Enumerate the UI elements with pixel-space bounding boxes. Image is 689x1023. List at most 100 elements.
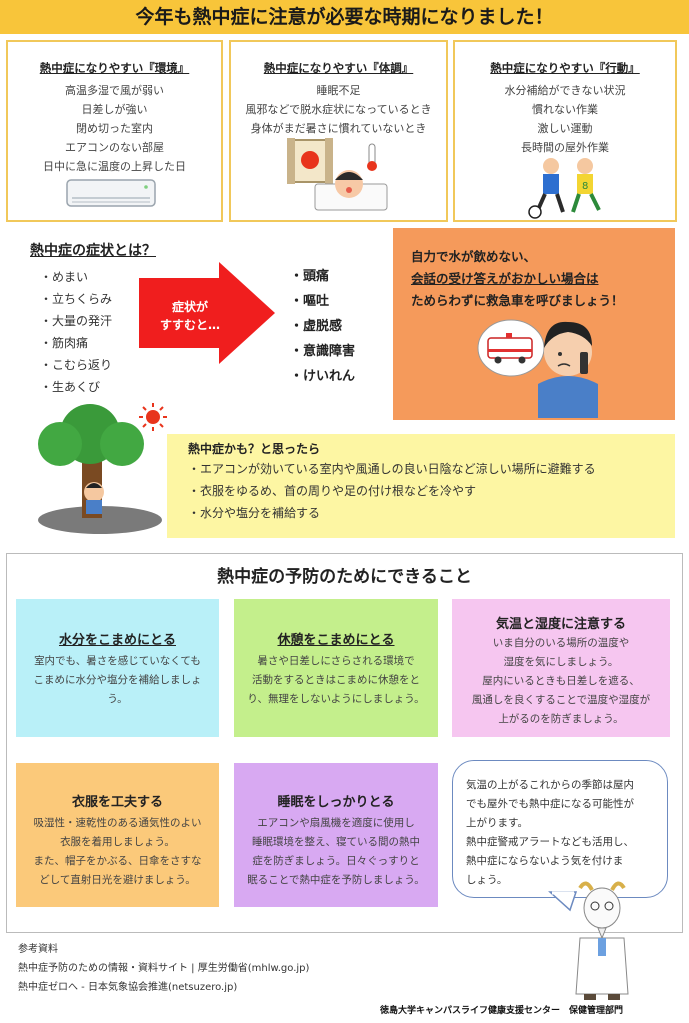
list-item: ・虚脱感 <box>290 319 343 334</box>
list-item: ・生あくび <box>40 380 101 394</box>
card-line: 睡眠環境を整え、寝ている間の熱中 <box>252 836 420 848</box>
bubble-tail <box>548 891 578 912</box>
card-line: 湿度を気にしましょう。 <box>503 656 619 668</box>
list-item: ・エアコンが効いている室内や風通しの良い日陰など涼しい場所に避難する <box>188 462 596 476</box>
card-title: 睡眠をしっかりとる <box>277 795 395 810</box>
card-line: 風通しを良くすることで温度や湿度が <box>471 694 651 706</box>
list-item: ・筋肉痛 <box>40 336 89 350</box>
prevention-card-temperature: 気温と湿度に注意する いま自分のいる場所の温度や 湿度を気にしましょう。 屋内に… <box>452 599 670 737</box>
symptoms-heading: 熱中症の症状とは？ <box>30 243 156 259</box>
card-line: 症を防ぎましょう。日々ぐっすりと <box>252 855 420 867</box>
card-line: いま自分のいる場所の温度や <box>492 637 630 649</box>
card-line: 暑さや日差しにさらされる環境で <box>257 655 415 667</box>
footer-organization: 徳島大学キャンパスライフ健康支援センター 保健管理部門 <box>380 1006 624 1016</box>
references-label: 参考資料 <box>18 944 58 955</box>
air-conditioner-icon <box>66 179 156 207</box>
list-item: ・意識障害 <box>290 344 356 359</box>
card-title: 気温と湿度に注意する <box>495 617 626 632</box>
references: 参考資料 熱中症予防のための情報・資料サイト | 厚生労働省(mhlw.go.j… <box>18 940 309 997</box>
advice-bubble <box>452 760 668 898</box>
list-item: ・めまい <box>40 270 89 284</box>
card-line: 室内でも、暑さを感じていなくても <box>34 655 201 667</box>
first-aid-box <box>167 434 675 538</box>
card-line: エアコンや扇風機を適度に使用し <box>257 817 415 829</box>
svg-text:8: 8 <box>582 181 588 192</box>
advice-line: 熱中症警戒アラートなども活用し、 <box>466 836 634 848</box>
prevention-card-hydration: 水分をこまめにとる 室内でも、暑さを感じていなくても こまめに水分や塩分を補給し… <box>16 599 219 737</box>
risk-condition-box: 熱中症になりやすい『体調』 睡眠不足 風邪などで脱水症状になっているとき 身体が… <box>229 40 448 222</box>
list-item: ・水分や塩分を補給する <box>188 506 321 520</box>
card-line: 眠ることで熱中症を予防しましょう。 <box>247 874 425 886</box>
first-aid-list: ・エアコンが効いている室内や風通しの良い日陰など涼しい場所に避難する ・衣服をゆ… <box>188 458 596 524</box>
risk-item: 慣れない作業 <box>532 103 598 116</box>
progression-arrow-label: 症状が すすむと… <box>150 298 230 334</box>
title-banner: 今年も熱中症に注意が必要な時期になりました！ <box>0 0 689 34</box>
advice-text: 気温の上がるこれからの季節は屋内 でも屋外でも熱中症になる可能性が 上がります。… <box>466 776 660 890</box>
progression-arrow-head <box>219 262 275 364</box>
risk-item: 身体がまだ暑さに慣れていないとき <box>250 122 427 135</box>
prevention-card-sleep: 睡眠をしっかりとる エアコンや扇風機を適度に使用し 睡眠環境を整え、寝ている間の… <box>234 763 438 907</box>
card-line: また、帽子をかぶる、日傘をさすな <box>33 855 202 867</box>
list-item: ・こむら返り <box>40 358 113 372</box>
card-line: こまめに水分や塩分を補給しましょ <box>33 674 202 686</box>
card-line: どして直射日光を避けましょう。 <box>39 874 196 886</box>
card-title: 休憩をこまめにとる <box>277 633 395 648</box>
first-aid-heading: 熱中症かも？と思ったら <box>188 442 321 456</box>
soccer-players-icon: 8 <box>528 158 601 219</box>
advice-line: でも屋外でも熱中症になる可能性が <box>466 798 634 810</box>
list-item: ・立ちくらみ <box>40 292 113 306</box>
progression-arrow-body <box>139 278 219 348</box>
card-line: 上がるのを防ぎましょう。 <box>498 713 624 725</box>
advice-line: 上がります。 <box>466 817 528 829</box>
goat-doctor-icon <box>575 881 629 1000</box>
ambulance-icon <box>477 319 545 377</box>
prevention-card-rest: 休憩をこまめにとる 暑さや日差しにさらされる環境で 活動をするときはこまめに休憩… <box>234 599 438 737</box>
page-title: 今年も熱中症に注意が必要な時期になりました！ <box>135 6 554 28</box>
risk-item: 日差しが強い <box>81 103 148 116</box>
risk-item: 水分補給ができない状況 <box>504 84 626 97</box>
risk-behavior-heading: 熱中症になりやすい『行動』 <box>490 61 640 75</box>
list-item: ・けいれん <box>290 369 356 384</box>
prevention-section <box>6 553 683 933</box>
phone-caller-icon <box>538 321 598 418</box>
emergency-line: 会話の受け答えがおかしい場合は <box>411 271 599 286</box>
card-line: り、無理をしないようにしましょう。 <box>247 693 425 705</box>
list-item: ・頭痛 <box>290 269 330 284</box>
sick-in-bed-icon <box>287 138 388 211</box>
risk-condition-heading: 熱中症になりやすい『体調』 <box>263 61 414 75</box>
risk-item: 激しい運動 <box>537 122 593 135</box>
risk-item: エアコンのない部屋 <box>65 141 164 154</box>
card-title: 水分をこまめにとる <box>58 633 176 648</box>
emergency-box <box>393 228 675 420</box>
risk-environment-heading: 熱中症になりやすい『環境』 <box>39 61 190 75</box>
card-line: 活動をするときはこまめに休憩をと <box>252 674 420 686</box>
prevention-heading: 熱中症の予防のためにできること <box>217 567 472 587</box>
risk-item: 風邪などで脱水症状になっているとき <box>245 103 432 116</box>
advice-line: しょう。 <box>466 874 508 886</box>
emergency-message: 自力で水が飲めない、 会話の受け答えがおかしい場合は ためらわずに救急車を呼びま… <box>411 246 661 312</box>
sun-icon <box>139 403 167 431</box>
advice-line: 熱中症にならないよう気を付けま <box>466 855 624 867</box>
arrow-label-line: すすむと… <box>159 318 220 332</box>
emergency-line: 自力で水が飲めない、 <box>411 249 537 264</box>
emergency-line: ためらわずに救急車を呼びましょう！ <box>411 293 624 308</box>
tree-shade-icon <box>38 404 162 534</box>
card-title: 衣服を工夫する <box>71 795 163 810</box>
list-item: ・大量の発汗 <box>40 314 113 328</box>
advice-line: 気温の上がるこれからの季節は屋内 <box>466 779 634 791</box>
reference-link[interactable]: 熱中症予防のための情報・資料サイト | 厚生労働省(mhlw.go.jp) <box>18 963 310 974</box>
card-line: 屋内にいるときも日差しを遮る、 <box>482 675 640 687</box>
risk-item: 閉め切った室内 <box>76 122 153 135</box>
list-item: ・衣服をゆるめ、首の周りや足の付け根などを冷やす <box>188 484 477 498</box>
prevention-card-clothing: 衣服を工夫する 吸湿性・速乾性のある通気性のよい 衣服を着用しましょう。 また、… <box>16 763 219 907</box>
risk-item: 睡眠不足 <box>316 84 361 97</box>
list-item: ・嘔吐 <box>290 294 330 309</box>
mild-symptoms-list: ・めまい ・立ちくらみ ・大量の発汗 ・筋肉痛 ・こむら返り ・生あくび <box>40 266 112 398</box>
risk-item: 長時間の屋外作業 <box>521 141 609 154</box>
severe-symptoms-list: ・頭痛 ・嘔吐 ・虚脱感 ・意識障害 ・けいれん <box>290 264 355 389</box>
card-line: 衣服を着用しましょう。 <box>60 836 175 848</box>
arrow-label-line: 症状が <box>171 300 208 314</box>
reference-link[interactable]: 熱中症ゼロへ - 日本気象協会推進(netsuzero.jp) <box>18 982 238 993</box>
card-line: 吸湿性・速乾性のある通気性のよい <box>33 817 202 829</box>
risk-environment-box: 熱中症になりやすい『環境』 高温多湿で風が弱い 日差しが強い 閉め切った室内 エ… <box>6 40 223 222</box>
